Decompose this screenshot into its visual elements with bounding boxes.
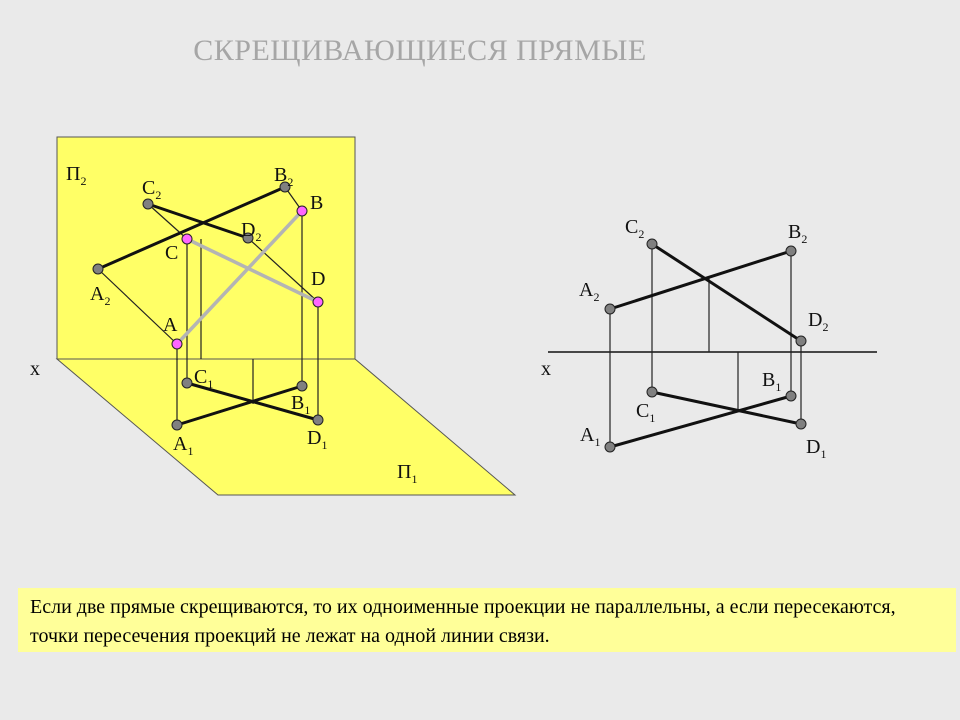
line-c1-d1 <box>186 381 319 422</box>
point-c <box>181 233 193 245</box>
label-c1: C1 <box>194 366 213 391</box>
line-c2-d2 <box>147 202 249 240</box>
line-a1-b1 <box>176 384 303 427</box>
epure-point-c2 <box>646 238 658 250</box>
line-c-d <box>186 237 319 304</box>
label-b2: B2 <box>274 164 293 189</box>
label-a: A <box>163 314 178 336</box>
label-b1: B1 <box>291 392 310 417</box>
horizontal-projections <box>176 381 319 427</box>
rule-note-text: Если две прямые скрещиваются, то их одно… <box>30 596 896 647</box>
rule-note: Если две прямые скрещиваются, то их одно… <box>18 588 956 652</box>
epure-point-d2 <box>795 335 807 347</box>
label-a1: A1 <box>173 433 193 458</box>
epure-label-d1: D1 <box>806 436 826 461</box>
label-axis-x-left: x <box>30 358 40 380</box>
label-axis-x-right: x <box>541 358 551 380</box>
line-a2-b2 <box>97 185 286 271</box>
epure: x C2 B2 <box>541 216 877 461</box>
spatial-model: П2 П1 x A2 B2 C2 D2 A B C D A1 B1 C1 D1 <box>30 136 517 496</box>
label-b: B <box>310 192 323 214</box>
epure-c2-d2 <box>651 242 802 343</box>
epure-point-b1 <box>785 390 797 402</box>
epure-label-a2: A2 <box>579 279 599 304</box>
point-d2 <box>242 232 254 244</box>
point-c2 <box>142 198 154 210</box>
label-d1: D1 <box>307 427 327 452</box>
label-p1: П1 <box>397 461 417 486</box>
epure-a2-b2 <box>609 249 792 311</box>
link-a2-a <box>97 268 178 345</box>
point-b1 <box>296 380 308 392</box>
slide-title: СКРЕЩИВАЮЩИЕСЯ ПРЯМЫЕ <box>193 34 647 67</box>
label-a2: A2 <box>90 283 110 308</box>
label-p2: П2 <box>66 163 86 188</box>
horizontal-plane-p1 <box>55 358 517 496</box>
epure-label-b2: B2 <box>788 221 807 246</box>
epure-label-c1: C1 <box>636 400 655 425</box>
projection-links <box>97 186 319 425</box>
link-d2-d <box>247 237 319 303</box>
point-d <box>312 296 324 308</box>
label-c2: C2 <box>142 177 161 202</box>
epure-lines <box>609 242 802 449</box>
point-a <box>171 338 183 350</box>
point-d1 <box>312 414 324 426</box>
epure-label-b1: B1 <box>762 369 781 394</box>
line-a-b <box>175 209 304 346</box>
epure-point-c1 <box>646 386 658 398</box>
epure-points <box>604 238 807 453</box>
epure-point-b2 <box>785 245 797 257</box>
point-a1 <box>171 419 183 431</box>
epure-label-a1: A1 <box>580 424 600 449</box>
epure-label-c2: C2 <box>625 216 644 241</box>
label-c: C <box>165 242 178 264</box>
label-d: D <box>311 268 325 290</box>
point-a2 <box>92 263 104 275</box>
label-d2: D2 <box>241 219 261 244</box>
spatial-lines <box>175 209 319 346</box>
epure-label-d2: D2 <box>808 309 828 334</box>
epure-point-d1 <box>795 418 807 430</box>
point-b2 <box>279 181 291 193</box>
epure-point-a1 <box>604 441 616 453</box>
frontal-projections <box>97 185 286 271</box>
epure-a1-b1 <box>609 394 792 449</box>
point-c1 <box>181 377 193 389</box>
spatial-points <box>92 181 324 431</box>
epure-point-a2 <box>604 303 616 315</box>
epure-links <box>609 244 802 447</box>
point-b <box>296 205 308 217</box>
epure-c1-d1 <box>651 390 802 426</box>
